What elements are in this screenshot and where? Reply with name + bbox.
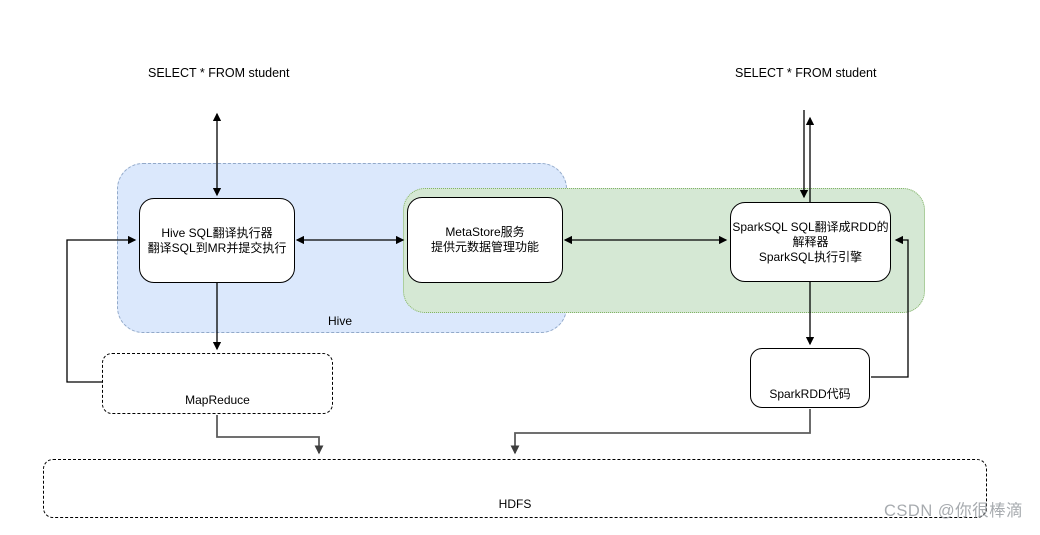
node-mapreduce-label: MapReduce: [185, 393, 250, 407]
node-hdfs: HDFS: [43, 459, 987, 518]
node-sparkrdd: SparkRDD代码: [750, 348, 870, 408]
query-label-right: SELECT * FROM student: [735, 66, 877, 80]
arrow-sparkrdd-hdfs: [510, 409, 811, 455]
node-metastore-line1: MetaStore服务: [445, 225, 525, 239]
node-sparksql-line3: SparkSQL执行引擎: [758, 249, 863, 264]
arrow-mapreduce-hdfs: [216, 415, 324, 455]
node-sparksql-line1: SparkSQL SQL翻译成RDD的: [732, 219, 889, 234]
node-mapreduce: MapReduce: [102, 353, 333, 414]
node-sparksql-interpreter: SparkSQL SQL翻译成RDD的 解释器 SparkSQL执行引擎: [730, 202, 891, 282]
hive-region-label: Hive: [327, 314, 352, 328]
node-hdfs-label: HDFS: [498, 497, 532, 511]
node-sparkrdd-label: SparkRDD代码: [769, 387, 851, 401]
node-hive-sql-executor-line1: Hive SQL翻译执行器: [161, 225, 273, 240]
csdn-watermark: CSDN @你很棒滴: [884, 502, 1024, 520]
node-sparksql-line2: 解释器: [792, 234, 829, 249]
node-hive-sql-executor: Hive SQL翻译执行器 翻译SQL到MR并提交执行: [139, 198, 295, 283]
node-metastore: MetaStore服务 提供元数据管理功能: [407, 197, 563, 283]
node-hive-sql-executor-line2: 翻译SQL到MR并提交执行: [147, 240, 287, 255]
query-label-left: SELECT * FROM student: [148, 66, 290, 80]
node-metastore-line2: 提供元数据管理功能: [430, 240, 539, 254]
